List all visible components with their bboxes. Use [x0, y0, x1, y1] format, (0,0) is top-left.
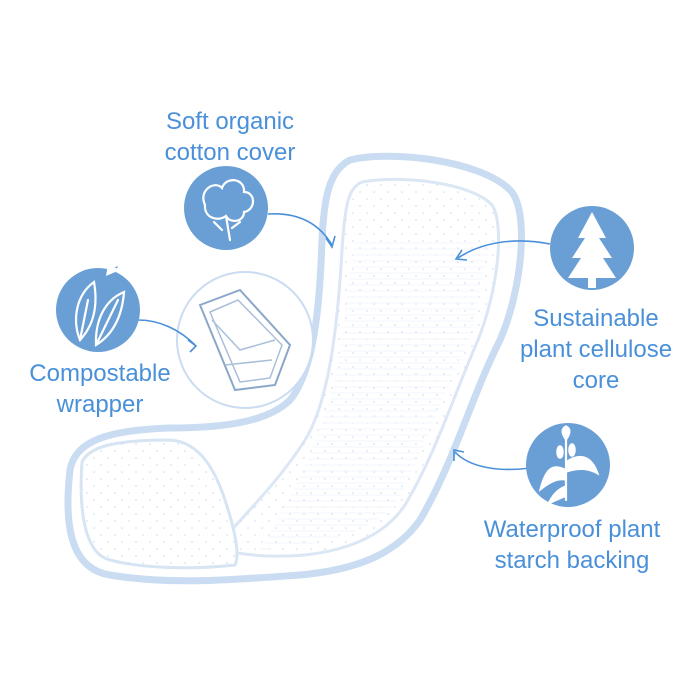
cellulose-connector [457, 240, 551, 259]
cotton-boll-icon [184, 166, 268, 250]
wrapper-label-line2: wrapper [56, 391, 144, 418]
backing-arrowhead [453, 449, 465, 461]
cotton-connector [267, 213, 333, 246]
cotton-label: Soft organic cotton cover [150, 106, 310, 168]
cellulose-arrowhead [454, 249, 468, 261]
wrapper-label-line1: Compostable [29, 360, 171, 387]
pine-tree-icon [550, 206, 634, 290]
corn-plant-icon [526, 423, 610, 507]
backing-label-line1: Waterproof plant [483, 516, 661, 543]
wrapper-arrowhead [187, 339, 198, 353]
backing-label: Waterproof plant starch backing [462, 514, 682, 576]
backing-connector [454, 451, 531, 471]
backing-label-line2: starch backing [494, 547, 650, 574]
cotton-arrowhead [325, 235, 336, 249]
pad-body [64, 152, 525, 585]
wrapper-detail-bubble [176, 271, 314, 409]
cellulose-label-line1: Sustainable [533, 305, 659, 332]
wrapper-connector [137, 319, 196, 346]
connectors [137, 213, 551, 471]
wrapper-label: Compostable wrapper [14, 358, 186, 420]
cellulose-label: Sustainable plant cellulose core [508, 303, 684, 396]
cellulose-label-line2: plant cellulose [519, 336, 673, 363]
leaves-icon [56, 264, 140, 352]
cellulose-label-line3: core [572, 367, 620, 394]
cotton-label-line1: Soft organic [165, 108, 295, 135]
cotton-label-line2: cotton cover [164, 139, 296, 166]
